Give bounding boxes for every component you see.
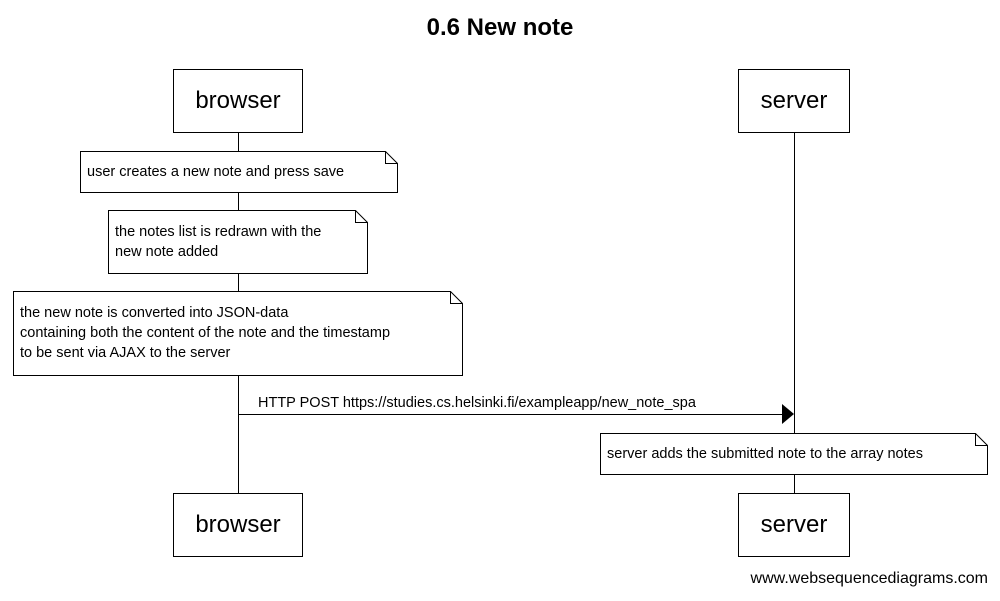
watermark: www.websequencediagrams.com — [750, 570, 988, 587]
message-http-post: HTTP POST https://studies.cs.helsinki.fi… — [238, 395, 794, 424]
note-list-redrawn: the notes list is redrawn with the new n… — [108, 210, 368, 274]
note-user-creates: user creates a new note and press save — [80, 151, 398, 193]
diagram-title: 0.6 New note — [426, 14, 574, 41]
note-shape — [13, 291, 463, 376]
note-server-adds: server adds the submitted note to the ar… — [600, 433, 988, 475]
note-text: user creates a new note and press save — [87, 164, 345, 180]
message-line — [238, 414, 784, 415]
message-label: HTTP POST https://studies.cs.helsinki.fi… — [258, 395, 696, 411]
note-shape — [80, 151, 398, 193]
participant-browser-label: browser — [195, 87, 281, 114]
server-lifeline — [794, 133, 795, 493]
note-text: the notes list is redrawn with the new n… — [115, 224, 322, 260]
note-text: server adds the submitted note to the ar… — [607, 446, 923, 462]
arrowhead-icon — [782, 404, 794, 424]
note-json-conversion: the new note is converted into JSON-data… — [13, 291, 463, 376]
note-shape — [108, 210, 368, 274]
participant-browser-top: browser — [173, 69, 303, 133]
note-text: the new note is converted into JSON-data… — [20, 305, 391, 361]
participant-browser-label: browser — [195, 511, 281, 538]
participant-server-label: server — [760, 511, 828, 538]
note-shape — [600, 433, 988, 475]
participant-server-bottom: server — [738, 493, 850, 557]
participant-browser-bottom: browser — [173, 493, 303, 557]
participant-server-top: server — [738, 69, 850, 133]
participant-server-label: server — [760, 87, 828, 114]
